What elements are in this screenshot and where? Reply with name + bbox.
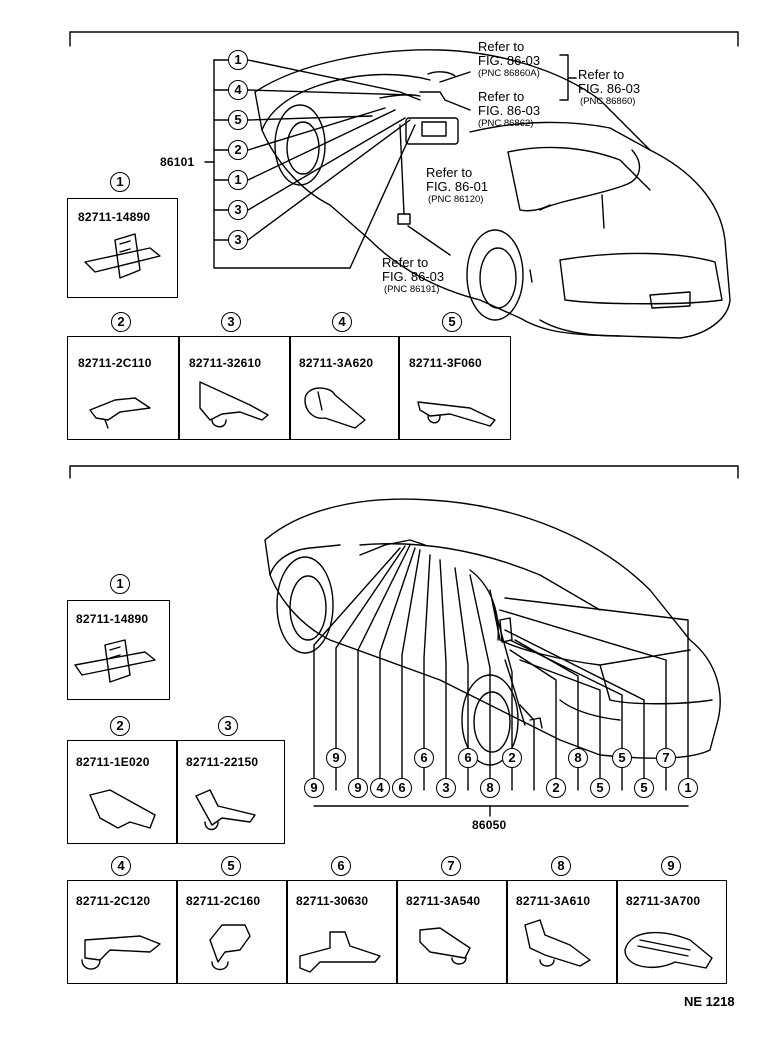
bottom-callout: 2 <box>502 748 522 768</box>
top-leader-lines <box>204 54 577 269</box>
bottom-part-4-number: 4 <box>111 856 131 876</box>
bottom-callout: 2 <box>546 778 566 798</box>
ref-86860a-line2: FIG. 86-03 <box>478 53 541 68</box>
bottom-callout: 5 <box>590 778 610 798</box>
top-part-3-number: 3 <box>221 312 241 332</box>
bottom-callout: 3 <box>436 778 456 798</box>
bottom-callout: 5 <box>612 748 632 768</box>
divider <box>506 880 508 984</box>
bottom-assembly-pnc: 86050 <box>472 818 507 832</box>
bottom-callout: 6 <box>392 778 412 798</box>
bottom-part-9-pn: 82711-3A700 <box>626 894 701 908</box>
top-part-4-pn: 82711-3A620 <box>299 356 374 370</box>
top-part-2-number: 2 <box>111 312 131 332</box>
top-callout: 3 <box>228 230 248 250</box>
divider <box>396 880 398 984</box>
top-part-5-pn: 82711-3F060 <box>409 356 482 370</box>
ref-86120-pnc: (PNC 86120) <box>428 194 484 205</box>
top-callout: 4 <box>228 80 248 100</box>
bottom-callout: 7 <box>656 748 676 768</box>
bottom-callout: 9 <box>326 748 346 768</box>
ref-86860-line1: Refer to <box>578 67 625 82</box>
bottom-part-3-number: 3 <box>218 716 238 736</box>
bottom-part-9-number: 9 <box>661 856 681 876</box>
bottom-part-5-number: 5 <box>221 856 241 876</box>
top-part-3-pn: 82711-32610 <box>189 356 262 370</box>
ref-86860a-pnc: (PNC 86860A) <box>478 68 540 79</box>
divider <box>289 336 291 440</box>
bottom-part-2-number: 2 <box>110 716 130 736</box>
top-assembly-pnc: 86101 <box>160 155 195 169</box>
page-code: NE 1218 <box>684 994 735 1009</box>
bottom-leader-lines <box>313 544 689 817</box>
bottom-part-2-pn: 82711-1E020 <box>76 755 150 769</box>
bottom-part-1-pn: 82711-14890 <box>76 612 149 626</box>
top-callout: 1 <box>228 50 248 70</box>
ref-86862-line2: FIG. 86-03 <box>478 103 541 118</box>
divider <box>176 740 178 844</box>
bottom-part-4-pn: 82711-2C120 <box>76 894 151 908</box>
divider <box>178 336 180 440</box>
bottom-part-1-number: 1 <box>110 574 130 594</box>
top-part-5-number: 5 <box>442 312 462 332</box>
ref-86860-pnc: (PNC 86860) <box>580 96 636 107</box>
ref-86120-line1: Refer to <box>426 165 473 180</box>
bottom-callout: 9 <box>304 778 324 798</box>
bottom-callout: 6 <box>414 748 434 768</box>
top-callout: 1 <box>228 170 248 190</box>
ref-86191-line2: FIG. 86-03 <box>382 269 445 284</box>
bottom-part-sketches <box>74 639 713 973</box>
divider <box>176 880 178 984</box>
bottom-part-3-pn: 82711-22150 <box>186 755 259 769</box>
bottom-callout: 5 <box>634 778 654 798</box>
top-part-2-pn: 82711-2C110 <box>78 356 152 370</box>
top-callout: 2 <box>228 140 248 160</box>
bottom-callout: 1 <box>678 778 698 798</box>
bottom-car-body <box>264 498 721 766</box>
divider <box>286 880 288 984</box>
top-part-sketches <box>84 233 496 429</box>
bottom-part-1-box <box>67 600 170 700</box>
bottom-callout: 8 <box>568 748 588 768</box>
bottom-callout: 8 <box>480 778 500 798</box>
ref-86860a-line1: Refer to <box>478 39 525 54</box>
bottom-callout: 6 <box>458 748 478 768</box>
ref-86862-line1: Refer to <box>478 89 525 104</box>
bottom-part-6-number: 6 <box>331 856 351 876</box>
ref-86860-line2: FIG. 86-03 <box>578 81 641 96</box>
bottom-callout: 4 <box>370 778 390 798</box>
bottom-part-7-pn: 82711-3A540 <box>406 894 481 908</box>
top-callout: 3 <box>228 200 248 220</box>
bottom-part-6-pn: 82711-30630 <box>296 894 369 908</box>
top-part-4-number: 4 <box>332 312 352 332</box>
bottom-callout: 9 <box>348 778 368 798</box>
bottom-part-5-pn: 82711-2C160 <box>186 894 261 908</box>
bottom-part-8-pn: 82711-3A610 <box>516 894 591 908</box>
ref-86191-line1: Refer to <box>382 255 429 270</box>
bottom-part-8-number: 8 <box>551 856 571 876</box>
divider <box>616 880 618 984</box>
bottom-part-7-number: 7 <box>441 856 461 876</box>
ref-86120-line2: FIG. 86-01 <box>426 179 489 194</box>
ref-86191-pnc: (PNC 86191) <box>384 284 440 295</box>
top-car-body <box>254 49 731 339</box>
top-callout: 5 <box>228 110 248 130</box>
ref-86862-pnc: (PNC 86862) <box>478 118 534 129</box>
top-part-1-pn: 82711-14890 <box>78 210 151 224</box>
top-part-1-box <box>67 198 178 298</box>
divider <box>398 336 400 440</box>
top-part-1-number: 1 <box>110 172 130 192</box>
